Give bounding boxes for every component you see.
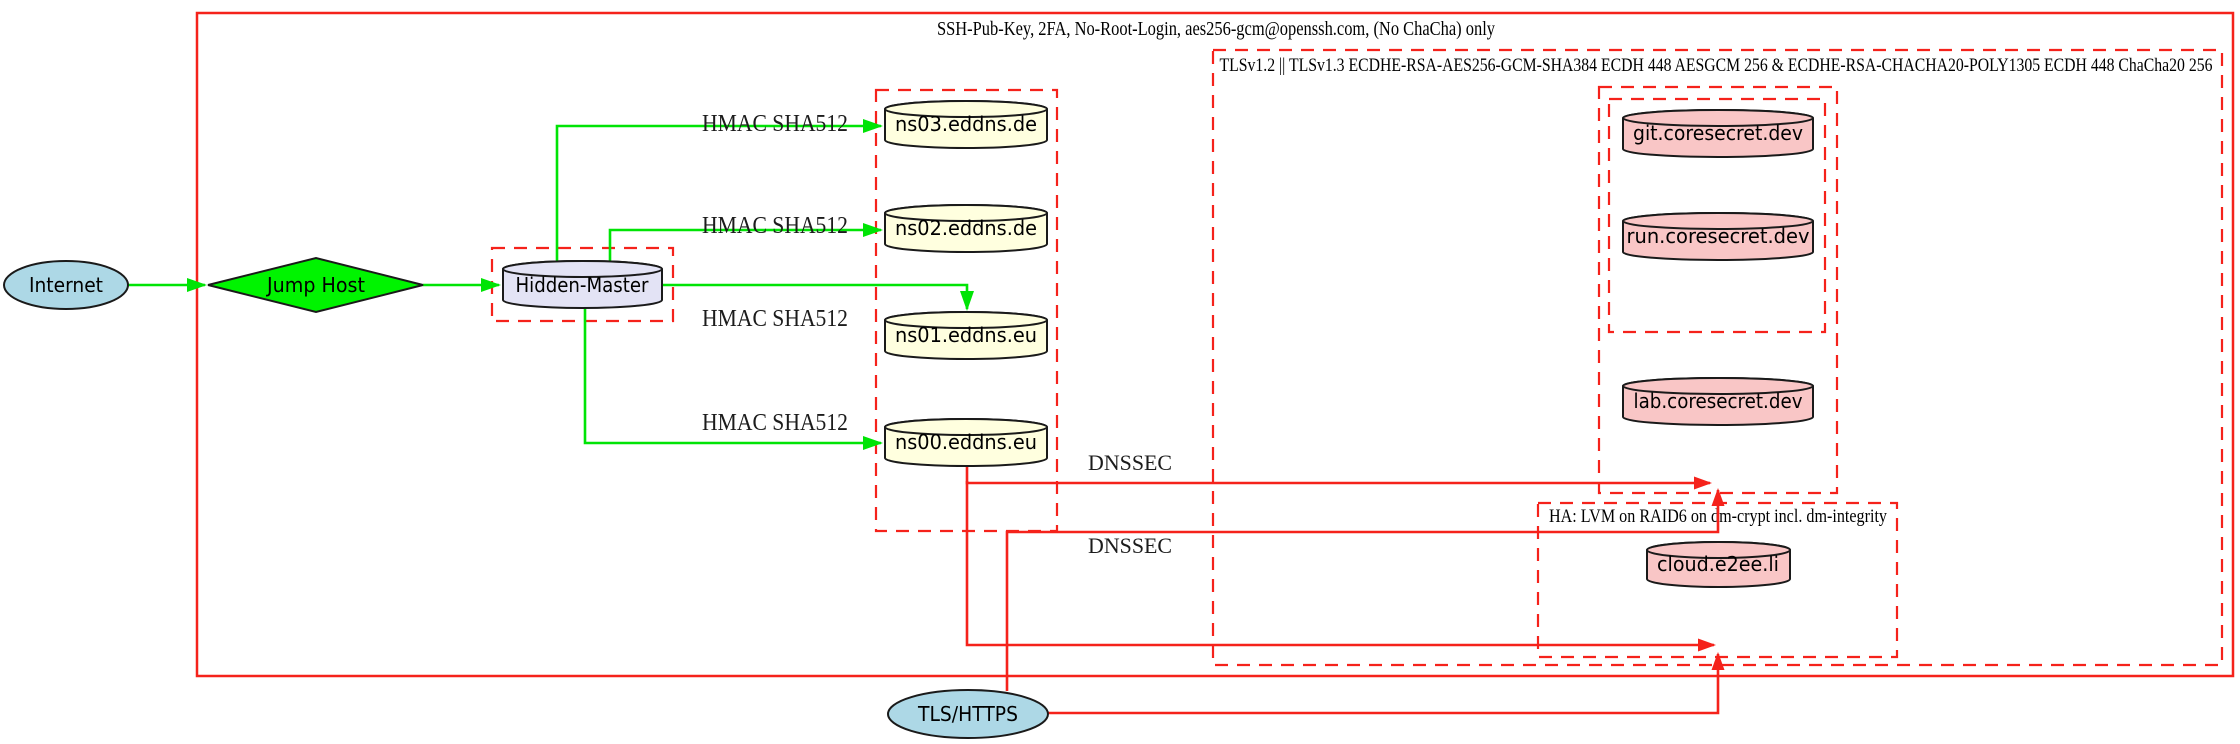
cluster-ssh-policy: SSH-Pub-Key, 2FA, No-Root-Login, aes256-… — [195, 11, 2235, 678]
tls-https-ellipse — [887, 689, 1049, 739]
node-run-coresecret: run.coresecret.dev — [1622, 212, 1814, 261]
edge-tlshttps-to-coresecret — [1005, 488, 1725, 691]
ns02-cylinder-top — [884, 204, 1048, 222]
node-label-ns02: ns02.eddns.de — [895, 216, 1037, 240]
edge-label-hmac-ns01: HMAC SHA512 — [702, 306, 848, 332]
node-label-jump-host: Jump Host — [265, 273, 365, 297]
node-ns02: ns02.eddns.de — [884, 204, 1048, 253]
node-ns01: ns01.eddns.eu — [884, 311, 1048, 360]
cluster-coresecret — [1597, 85, 1839, 495]
node-label-cloud: cloud.e2ee.li — [1657, 552, 1779, 576]
node-label-tls-https: TLS/HTTPS — [917, 702, 1018, 726]
edge-hiddenmaster-to-ns03 — [555, 119, 883, 262]
lab-cylinder-top — [1622, 377, 1814, 395]
node-cloud-e2ee: cloud.e2ee.li — [1646, 541, 1791, 588]
node-jump-host: Jump Host — [207, 256, 424, 314]
internet-ellipse — [3, 260, 129, 310]
edge-label-hmac-ns00: HMAC SHA512 — [702, 410, 848, 436]
coresecret-border — [1597, 85, 1839, 495]
edge-ns00-to-ha-dnssec — [965, 481, 1716, 652]
git-cylinder-top — [1622, 109, 1814, 127]
ns00-cylinder-top — [884, 418, 1048, 436]
git-run-border — [1607, 97, 1827, 334]
cloud-cylinder-top — [1646, 541, 1791, 559]
node-label-hidden-master: Hidden-Master — [516, 273, 650, 297]
node-label-ns01: ns01.eddns.eu — [895, 323, 1037, 347]
node-ns00: ns00.eddns.eu — [884, 418, 1048, 467]
edge-hiddenmaster-to-ns01 — [662, 283, 974, 311]
jump-host-diamond — [207, 256, 424, 314]
edge-label-hmac-ns02: HMAC SHA512 — [702, 213, 848, 239]
edge-label-hmac-ns03: HMAC SHA512 — [702, 111, 848, 137]
edge-label-dnssec-lower: DNSSEC — [1088, 533, 1172, 558]
node-git-coresecret: git.coresecret.dev — [1622, 109, 1814, 158]
tls-policy-label: TLSv1.2 || TLSv1.3 ECDHE-RSA-AES256-GCM-… — [1220, 55, 2213, 76]
node-ns03: ns03.eddns.de — [884, 100, 1048, 149]
ssh-policy-border — [195, 11, 2235, 678]
edge-hiddenmaster-to-ns00 — [583, 308, 883, 450]
edge-label-dnssec-upper: DNSSEC — [1088, 450, 1172, 475]
node-internet: Internet — [3, 260, 129, 310]
ns03-cylinder-top — [884, 100, 1048, 118]
run-cylinder-top — [1622, 212, 1814, 230]
edge-hiddenmaster-to-ns02 — [608, 223, 883, 262]
node-label-ns00: ns00.eddns.eu — [895, 430, 1037, 454]
node-lab-coresecret: lab.coresecret.dev — [1622, 377, 1814, 426]
cluster-tls-policy: TLSv1.2 || TLSv1.3 ECDHE-RSA-AES256-GCM-… — [1211, 48, 2224, 667]
node-hidden-master: Hidden-Master — [502, 260, 663, 309]
node-label-run: run.coresecret.dev — [1627, 224, 1810, 248]
hidden-master-cylinder-top — [502, 260, 663, 278]
node-label-git: git.coresecret.dev — [1633, 121, 1803, 145]
node-label-ns03: ns03.eddns.de — [895, 112, 1037, 136]
node-label-internet: Internet — [29, 273, 103, 297]
ssh-policy-label: SSH-Pub-Key, 2FA, No-Root-Login, aes256-… — [937, 18, 1495, 40]
node-tls-https: TLS/HTTPS — [887, 689, 1049, 739]
node-label-lab: lab.coresecret.dev — [1634, 389, 1803, 413]
edge-tlshttps-to-ha — [1047, 652, 1725, 715]
ns01-cylinder-top — [884, 311, 1048, 329]
